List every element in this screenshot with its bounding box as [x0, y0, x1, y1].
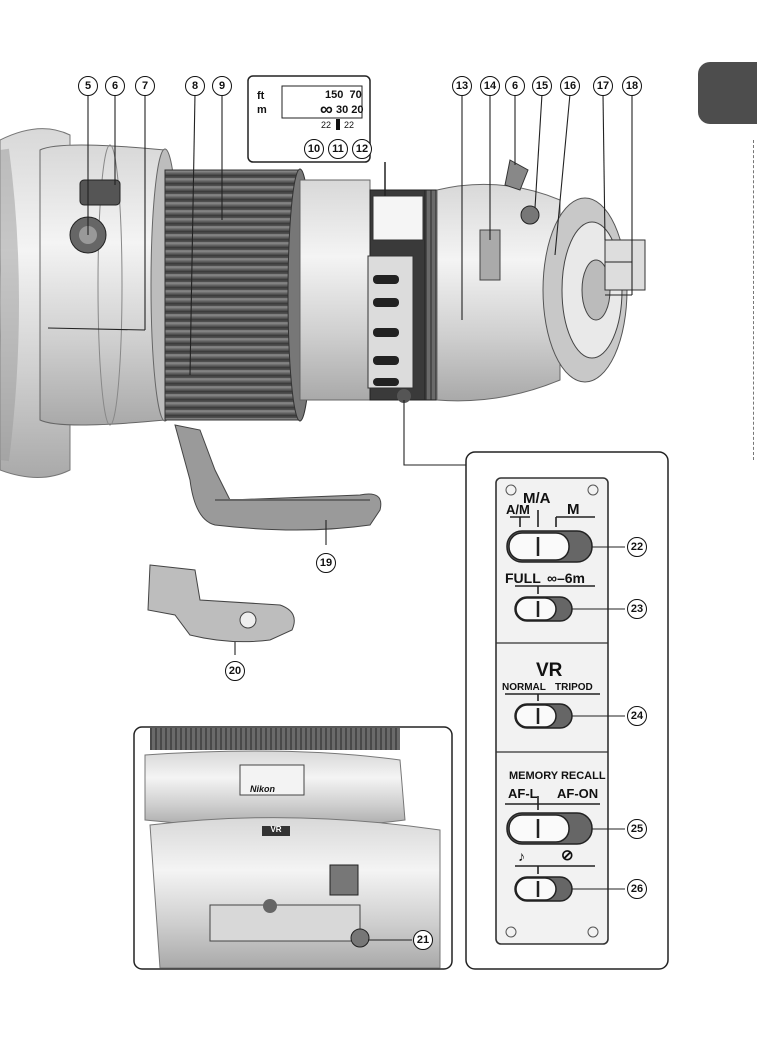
callout-26: 26 [627, 879, 647, 899]
callout-7: 7 [135, 76, 155, 96]
dof-index [336, 119, 340, 130]
label-memory-recall: MEMORY RECALL [509, 770, 606, 782]
label-normal: NORMAL [502, 682, 546, 693]
callout-25: 25 [627, 819, 647, 839]
callout-22: 22 [627, 537, 647, 557]
beep-off-icon: ⊘ [561, 846, 574, 864]
brand-logo-text: Nikon [250, 784, 275, 794]
scale-infinity: ∞ [320, 99, 333, 120]
callout-18: 18 [622, 76, 642, 96]
dof-right: 22 [344, 120, 354, 130]
vr-badge: VR [262, 825, 290, 834]
focus-ring [165, 170, 300, 420]
label-tripod: TRIPOD [555, 682, 593, 693]
callout-16: 16 [560, 76, 580, 96]
label-af-on: AF-ON [557, 786, 598, 801]
rear-barrel [437, 184, 560, 400]
callout-24: 24 [627, 706, 647, 726]
tripod-foot [175, 425, 381, 530]
callout-6b: 6 [505, 76, 525, 96]
label-m: M [567, 501, 580, 518]
scale-ft-unit: ft [257, 90, 264, 102]
callout-5: 5 [78, 76, 98, 96]
callout-17: 17 [593, 76, 613, 96]
label-full: FULL [505, 570, 541, 586]
mid-barrel [300, 180, 370, 400]
callout-13: 13 [452, 76, 472, 96]
callout-9: 9 [212, 76, 232, 96]
label-vr: VR [536, 660, 562, 682]
scale-m-values: 30 20 [336, 104, 364, 116]
label-range: ∞–6m [547, 570, 585, 586]
callout-6: 6 [105, 76, 125, 96]
tripod-plate [148, 565, 294, 642]
callout-19: 19 [316, 553, 336, 573]
callout-21: 21 [413, 930, 433, 950]
callout-10: 10 [304, 139, 324, 159]
callout-12: 12 [352, 139, 372, 159]
callout-11: 11 [328, 139, 348, 159]
callout-15: 15 [532, 76, 552, 96]
dof-left: 22 [321, 120, 331, 130]
callout-14: 14 [480, 76, 500, 96]
label-af-l: AF-L [508, 786, 538, 801]
beep-on-icon: ♪ [518, 848, 525, 864]
callout-8: 8 [185, 76, 205, 96]
label-m-a: M/A [523, 490, 551, 507]
callout-23: 23 [627, 599, 647, 619]
scale-m-unit: m [257, 104, 267, 116]
callout-20: 20 [225, 661, 245, 681]
